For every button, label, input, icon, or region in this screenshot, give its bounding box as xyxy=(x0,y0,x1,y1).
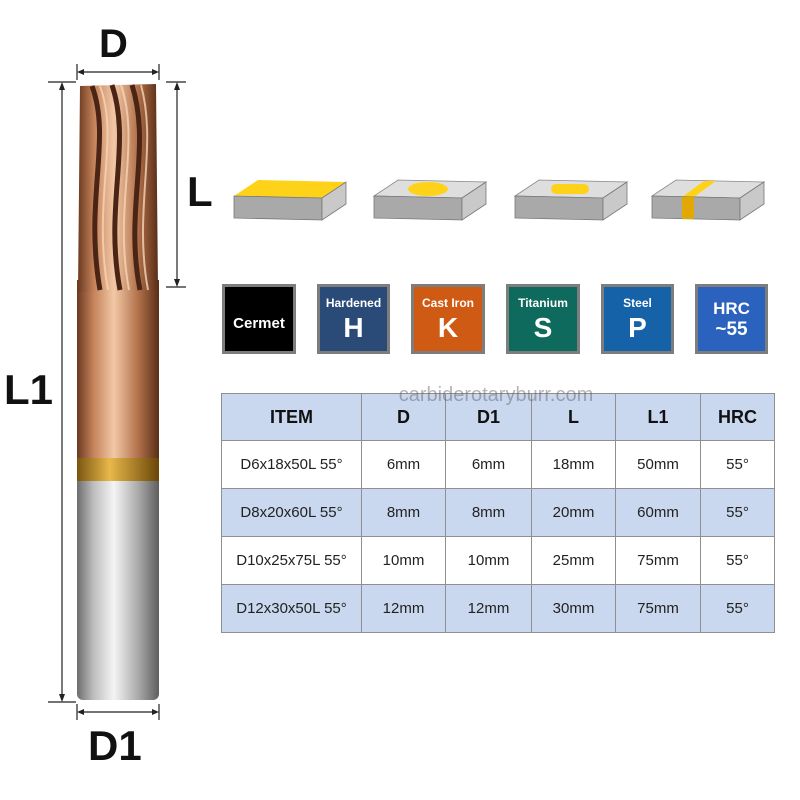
dimension-label-d: D xyxy=(99,22,128,66)
dimension-label-l: L xyxy=(187,168,213,215)
tool-neck xyxy=(77,280,159,458)
cell-hrc: 55° xyxy=(700,584,775,633)
dimension-line-d xyxy=(76,64,160,80)
cell-l: 30mm xyxy=(531,584,616,633)
dimension-label-l1: L1 xyxy=(4,366,54,413)
pocket-milling-icon xyxy=(372,179,488,221)
header-d: D xyxy=(361,393,446,441)
badge-cast-iron: Cast Iron K xyxy=(411,284,485,354)
watermark: carbiderotaryburr.com xyxy=(398,384,594,406)
groove-milling-icon xyxy=(650,179,766,221)
end-mill-illustration xyxy=(48,64,186,720)
cell-l1: 75mm xyxy=(615,584,701,633)
table-row: D12x30x50L 55° 12mm 12mm 30mm 75mm 55° xyxy=(221,584,775,633)
cell-d: 10mm xyxy=(361,536,446,585)
cell-l1: 50mm xyxy=(615,440,701,489)
cell-d: 8mm xyxy=(361,488,446,537)
header-item: ITEM xyxy=(221,393,362,441)
cell-d1: 8mm xyxy=(445,488,532,537)
cell-hrc: 55° xyxy=(700,440,775,489)
header-hrc: HRC xyxy=(700,393,775,441)
badge-hardened: Hardened H xyxy=(317,284,390,354)
cell-d1: 6mm xyxy=(445,440,532,489)
cell-l1: 60mm xyxy=(615,488,701,537)
cell-item: D10x25x75L 55° xyxy=(221,536,362,585)
slot-milling-icon xyxy=(513,179,629,221)
table-row: D8x20x60L 55° 8mm 8mm 20mm 60mm 55° xyxy=(221,488,775,537)
badge-titanium: Titanium S xyxy=(506,284,580,354)
badge-steel: Steel P xyxy=(601,284,674,354)
badge-hrc: HRC ~55 xyxy=(695,284,768,354)
cell-l1: 75mm xyxy=(615,536,701,585)
table-header-row: ITEM D D1 L L1 HRC xyxy=(221,393,775,441)
table-row: D10x25x75L 55° 10mm 10mm 25mm 75mm 55° xyxy=(221,536,775,585)
cell-d: 6mm xyxy=(361,440,446,489)
tool-flutes xyxy=(78,84,158,292)
header-l1: L1 xyxy=(615,393,701,441)
cell-l: 20mm xyxy=(531,488,616,537)
cell-d: 12mm xyxy=(361,584,446,633)
badge-cermet: Cermet xyxy=(222,284,296,354)
table-row: D6x18x50L 55° 6mm 6mm 18mm 50mm 55° xyxy=(221,440,775,489)
cell-item: D12x30x50L 55° xyxy=(221,584,362,633)
tool-coating-band xyxy=(77,455,159,481)
spec-table: ITEM D D1 L L1 HRC D6x18x50L 55° 6mm 6mm… xyxy=(221,393,775,633)
cell-item: D6x18x50L 55° xyxy=(221,440,362,489)
machining-icons xyxy=(233,179,766,221)
dimension-line-l1 xyxy=(48,81,76,703)
dimension-line-d1 xyxy=(76,704,160,720)
dimension-label-d1: D1 xyxy=(88,722,142,769)
cell-item: D8x20x60L 55° xyxy=(221,488,362,537)
cell-l: 25mm xyxy=(531,536,616,585)
dimension-line-l xyxy=(166,81,186,288)
tool-shank xyxy=(77,470,159,700)
cell-d1: 12mm xyxy=(445,584,532,633)
cell-hrc: 55° xyxy=(700,536,775,585)
cell-l: 18mm xyxy=(531,440,616,489)
cell-hrc: 55° xyxy=(700,488,775,537)
header-d1: D1 xyxy=(445,393,532,441)
cell-d1: 10mm xyxy=(445,536,532,585)
face-milling-icon xyxy=(233,180,347,221)
